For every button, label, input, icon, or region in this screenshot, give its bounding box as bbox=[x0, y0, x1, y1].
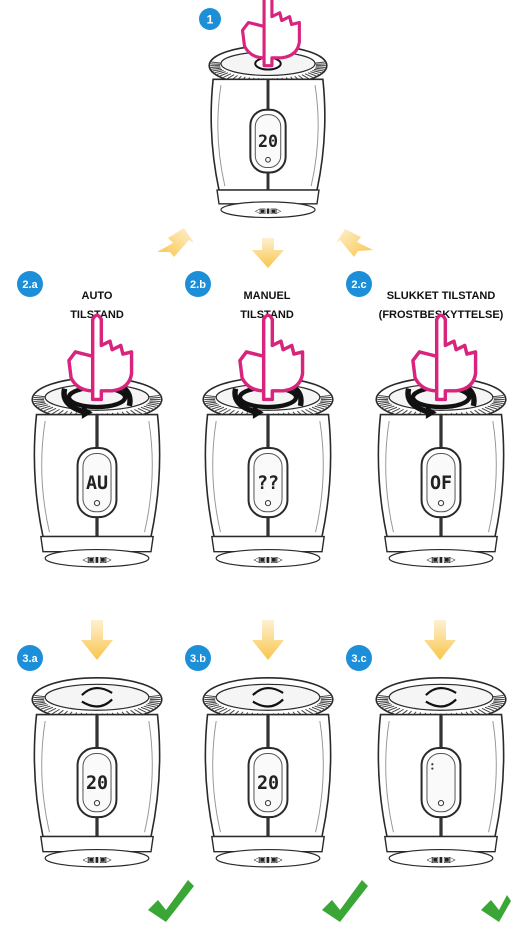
device-display-value: 20 bbox=[86, 773, 108, 794]
device-display-value: 20 bbox=[257, 773, 279, 794]
thermostat-device-mode-off: OF ◁▣▮▣▷ bbox=[376, 315, 506, 567]
down-arrow-icon bbox=[157, 228, 194, 257]
result-auto-group: 3.a 20 ◁▣▮▣▷ bbox=[17, 645, 162, 867]
device-display-value: OF bbox=[430, 473, 452, 494]
down-arrow-icon bbox=[81, 620, 113, 660]
thermostat-device-mode-manual: ?? ◁▣▮▣▷ bbox=[203, 315, 333, 567]
checkmark-icon bbox=[481, 895, 511, 922]
pressing-hand-icon bbox=[413, 315, 476, 399]
down-arrow-icon bbox=[252, 620, 284, 660]
mode-off-group: 2.c SLUKKET TILSTAND (FROSTBESKYTTELSE) … bbox=[346, 271, 506, 567]
mode-manual-badge: 2.b bbox=[185, 271, 211, 297]
pressing-hand-icon bbox=[243, 0, 300, 66]
mode-manual-badge-label: 2.b bbox=[190, 279, 206, 291]
mode-auto-badge-label: 2.a bbox=[22, 279, 38, 291]
mode-auto-group: 2.a AUTO TILSTAND AU◁▣▮▣▷ bbox=[17, 271, 162, 567]
device-display bbox=[427, 753, 455, 811]
down-arrow-icon bbox=[252, 238, 284, 268]
device-base-lock-icon: ◁▣▮▣▷ bbox=[426, 555, 455, 566]
pressing-hand-icon bbox=[69, 315, 132, 399]
result-manual-badge: 3.b bbox=[185, 645, 211, 671]
thermostat-device-step-1: 20 ◁▣▮▣▷ bbox=[209, 0, 327, 218]
mode-manual-label-line1: MANUEL bbox=[243, 290, 290, 302]
step-1-badge-label: 1 bbox=[207, 13, 214, 27]
down-arrow-icon bbox=[424, 620, 456, 660]
mode-off-badge-label: 2.c bbox=[351, 279, 366, 291]
result-auto-badge-label: 3.a bbox=[22, 653, 38, 665]
device-base-lock-icon: ◁▣▮▣▷ bbox=[426, 855, 455, 866]
result-off-badge: 3.c bbox=[346, 645, 372, 671]
mode-auto-label-line1: AUTO bbox=[82, 290, 113, 302]
result-off-group: 3.c ◁▣▮▣▷ bbox=[346, 645, 506, 867]
checkmark-icon bbox=[322, 880, 368, 922]
mode-auto-badge: 2.a bbox=[17, 271, 43, 297]
device-display-value: ?? bbox=[257, 473, 279, 494]
result-manual-group: 3.b 20 ◁▣▮▣▷ bbox=[185, 645, 333, 867]
device-base-lock-icon: ◁▣▮▣▷ bbox=[82, 555, 111, 566]
mode-off-badge: 2.c bbox=[346, 271, 372, 297]
device-base-lock-icon: ◁▣▮▣▷ bbox=[82, 855, 111, 866]
thermostat-device-result-auto: 20 ◁▣▮▣▷ bbox=[32, 678, 162, 867]
down-arrow-icon bbox=[336, 229, 373, 257]
device-base-lock-icon: ◁▣▮▣▷ bbox=[253, 855, 282, 866]
result-manual-badge-label: 3.b bbox=[190, 653, 206, 665]
checkmark-icon bbox=[148, 880, 194, 922]
device-display-value: AU bbox=[86, 473, 108, 494]
mode-manual-group: 2.b MANUEL TILSTAND ??◁▣▮▣▷ bbox=[185, 271, 333, 567]
thermostat-device-mode-auto: AU ◁▣▮▣▷ bbox=[32, 315, 162, 567]
device-base-lock-icon: ◁▣▮▣▷ bbox=[255, 207, 282, 217]
step-1-group: 1 20 ◁▣▮▣▷ bbox=[199, 0, 327, 218]
device-display-value: 20 bbox=[258, 132, 278, 151]
step-1-badge: 1 bbox=[199, 8, 221, 30]
result-auto-badge: 3.a bbox=[17, 645, 43, 671]
result-off-badge-label: 3.c bbox=[351, 653, 366, 665]
pressing-hand-icon bbox=[240, 315, 303, 399]
mode-off-label-line1: SLUKKET TILSTAND bbox=[387, 290, 496, 302]
device-base-lock-icon: ◁▣▮▣▷ bbox=[253, 555, 282, 566]
thermostat-device-result-manual: 20 ◁▣▮▣▷ bbox=[203, 678, 333, 867]
thermostat-device-result-off: ◁▣▮▣▷ bbox=[376, 678, 506, 867]
